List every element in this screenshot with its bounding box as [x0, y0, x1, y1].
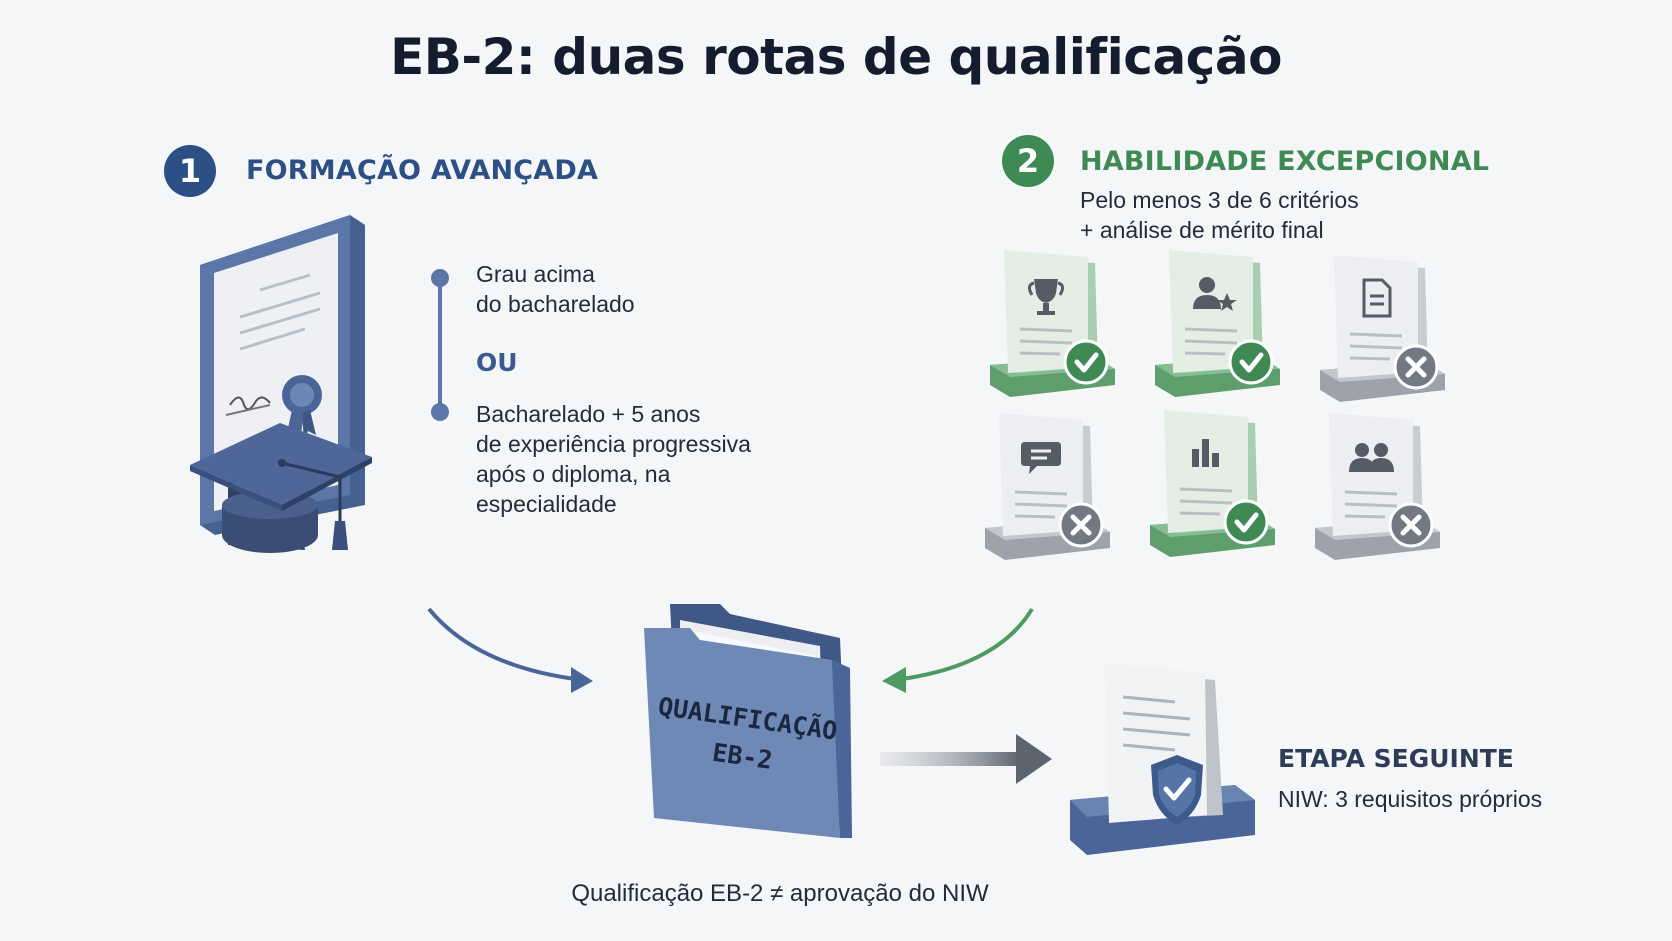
next-step-title: ETAPA SEGUINTE [1278, 744, 1514, 773]
option-a-line: do bacharelado [476, 291, 635, 317]
subtitle-line: Pelo menos 3 de 6 critérios [1080, 187, 1359, 213]
page-title: EB-2: duas rotas de qualificação [390, 28, 1282, 86]
criteria-grid [985, 250, 1445, 560]
arrow-next-step [880, 734, 1052, 784]
route-1-title: FORMAÇÃO AVANÇADA [246, 155, 599, 186]
criterion-card [1315, 413, 1440, 560]
check-icon [1063, 339, 1109, 385]
arrow-route-2 [882, 607, 1034, 693]
or-label: OU [476, 348, 518, 377]
check-icon [1223, 499, 1269, 545]
criterion-card [1150, 410, 1275, 557]
criterion-card [1155, 250, 1280, 397]
route-1-timeline [431, 269, 449, 421]
route-1-option-b: Bacharelado + 5 anos de experiência prog… [476, 399, 751, 519]
cross-icon [1388, 502, 1434, 548]
subtitle-line: + análise de mérito final [1080, 217, 1324, 243]
shield-document-icon [1070, 663, 1255, 855]
criterion-card [1320, 255, 1445, 402]
option-b-line: após o diploma, na [476, 461, 671, 487]
folder-icon [644, 604, 852, 838]
next-step-subtitle: NIW: 3 requisitos próprios [1278, 786, 1543, 812]
cross-icon [1058, 502, 1104, 548]
arrow-route-1 [427, 607, 593, 693]
option-a-line: Grau acima [476, 261, 595, 287]
route-2-badge: 2 [1002, 135, 1054, 187]
check-icon [1228, 339, 1274, 385]
route-1-option-a: Grau acima do bacharelado [476, 259, 635, 319]
cross-icon [1393, 344, 1439, 390]
option-b-line: especialidade [476, 491, 617, 517]
criterion-card [985, 413, 1110, 560]
criterion-card [990, 250, 1115, 397]
route-1-badge: 1 [164, 145, 216, 197]
option-b-line: Bacharelado + 5 anos [476, 401, 701, 427]
footnote: Qualificação EB-2 ≠ aprovação do NIW [571, 880, 989, 907]
diploma-icon [190, 215, 372, 553]
route-2-subtitle: Pelo menos 3 de 6 critérios + análise de… [1080, 185, 1359, 245]
route-2-title: HABILIDADE EXCEPCIONAL [1080, 146, 1490, 177]
option-b-line: de experiência progressiva [476, 431, 751, 457]
